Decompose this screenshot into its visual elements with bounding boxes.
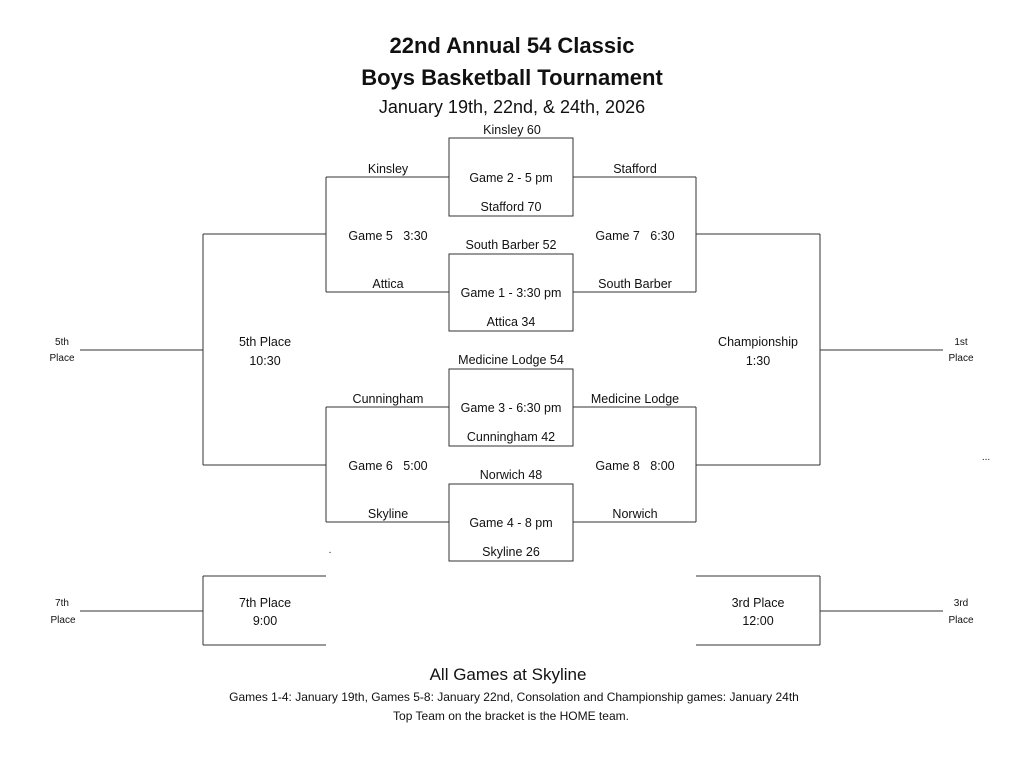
game-5-home-team: Kinsley (367, 162, 409, 176)
third-place-outcome-line2: Place (948, 615, 974, 626)
first-place-outcome-line1: 1st (954, 337, 968, 348)
seventh-place-outcome-line2: Place (50, 615, 76, 626)
game-1-label: Game 1 - 3:30 pm (460, 286, 562, 300)
seventh-place-game-time: 9:00 (252, 614, 278, 628)
seventh-place-outcome-line1: 7th (55, 598, 69, 609)
schedule-note: Games 1-4: January 19th, Games 5-8: Janu… (229, 690, 799, 704)
game-2-label: Game 2 - 5 pm (469, 171, 553, 185)
game-6-home-team: Cunningham (352, 392, 424, 406)
fifth-place-game-time: 10:30 (249, 354, 281, 368)
game-1-home-score: South Barber 52 (465, 238, 557, 252)
game-7-home-team: Stafford (613, 162, 657, 176)
fifth-place-outcome-line1: 5th (55, 337, 69, 348)
tournament-dates: January 19th, 22nd, & 24th, 2026 (378, 97, 646, 117)
seventh-place-game-name: 7th Place (238, 596, 292, 610)
game-5-label: Game 5 3:30 (348, 229, 428, 243)
game-7-away-team: South Barber (598, 277, 672, 291)
game-4-away-score: Skyline 26 (482, 545, 540, 559)
game-8-away-team: Norwich (612, 507, 658, 521)
game-1-away-score: Attica 34 (486, 315, 536, 329)
third-place-outcome-line1: 3rd (953, 598, 969, 609)
championship-time: 1:30 (745, 354, 771, 368)
game-7-label: Game 7 6:30 (595, 229, 675, 243)
home-team-note: Top Team on the bracket is the HOME team… (393, 709, 629, 723)
game-6-label: Game 6 5:00 (348, 459, 428, 473)
third-place-game-name: 3rd Place (731, 596, 785, 610)
game-2-home-score: Kinsley 60 (483, 123, 541, 137)
game-3-away-score: Cunningham 42 (466, 430, 556, 444)
fifth-place-outcome-line2: Place (49, 353, 75, 364)
game-3-home-score: Medicine Lodge 54 (458, 353, 564, 367)
game-3-label: Game 3 - 6:30 pm (460, 401, 562, 415)
tournament-title: 22nd Annual 54 Classic (389, 33, 635, 58)
game-6-away-team: Skyline (367, 507, 409, 521)
game-5-away-team: Attica (372, 277, 404, 291)
game-4-label: Game 4 - 8 pm (469, 516, 553, 530)
game-4-home-score: Norwich 48 (479, 468, 543, 482)
venue-note: All Games at Skyline (429, 665, 587, 684)
first-place-outcome-line2: Place (948, 353, 974, 364)
game-8-label: Game 8 8:00 (595, 459, 675, 473)
ellipsis-mark: ... (981, 452, 991, 463)
fifth-place-game-name: 5th Place (238, 335, 292, 349)
third-place-game-time: 12:00 (742, 614, 774, 628)
dot-mark: . (328, 545, 332, 556)
championship-name: Championship (718, 335, 798, 349)
game-2-away-score: Stafford 70 (480, 200, 542, 214)
tournament-subtitle: Boys Basketball Tournament (361, 65, 663, 90)
game-8-home-team: Medicine Lodge (590, 392, 680, 406)
